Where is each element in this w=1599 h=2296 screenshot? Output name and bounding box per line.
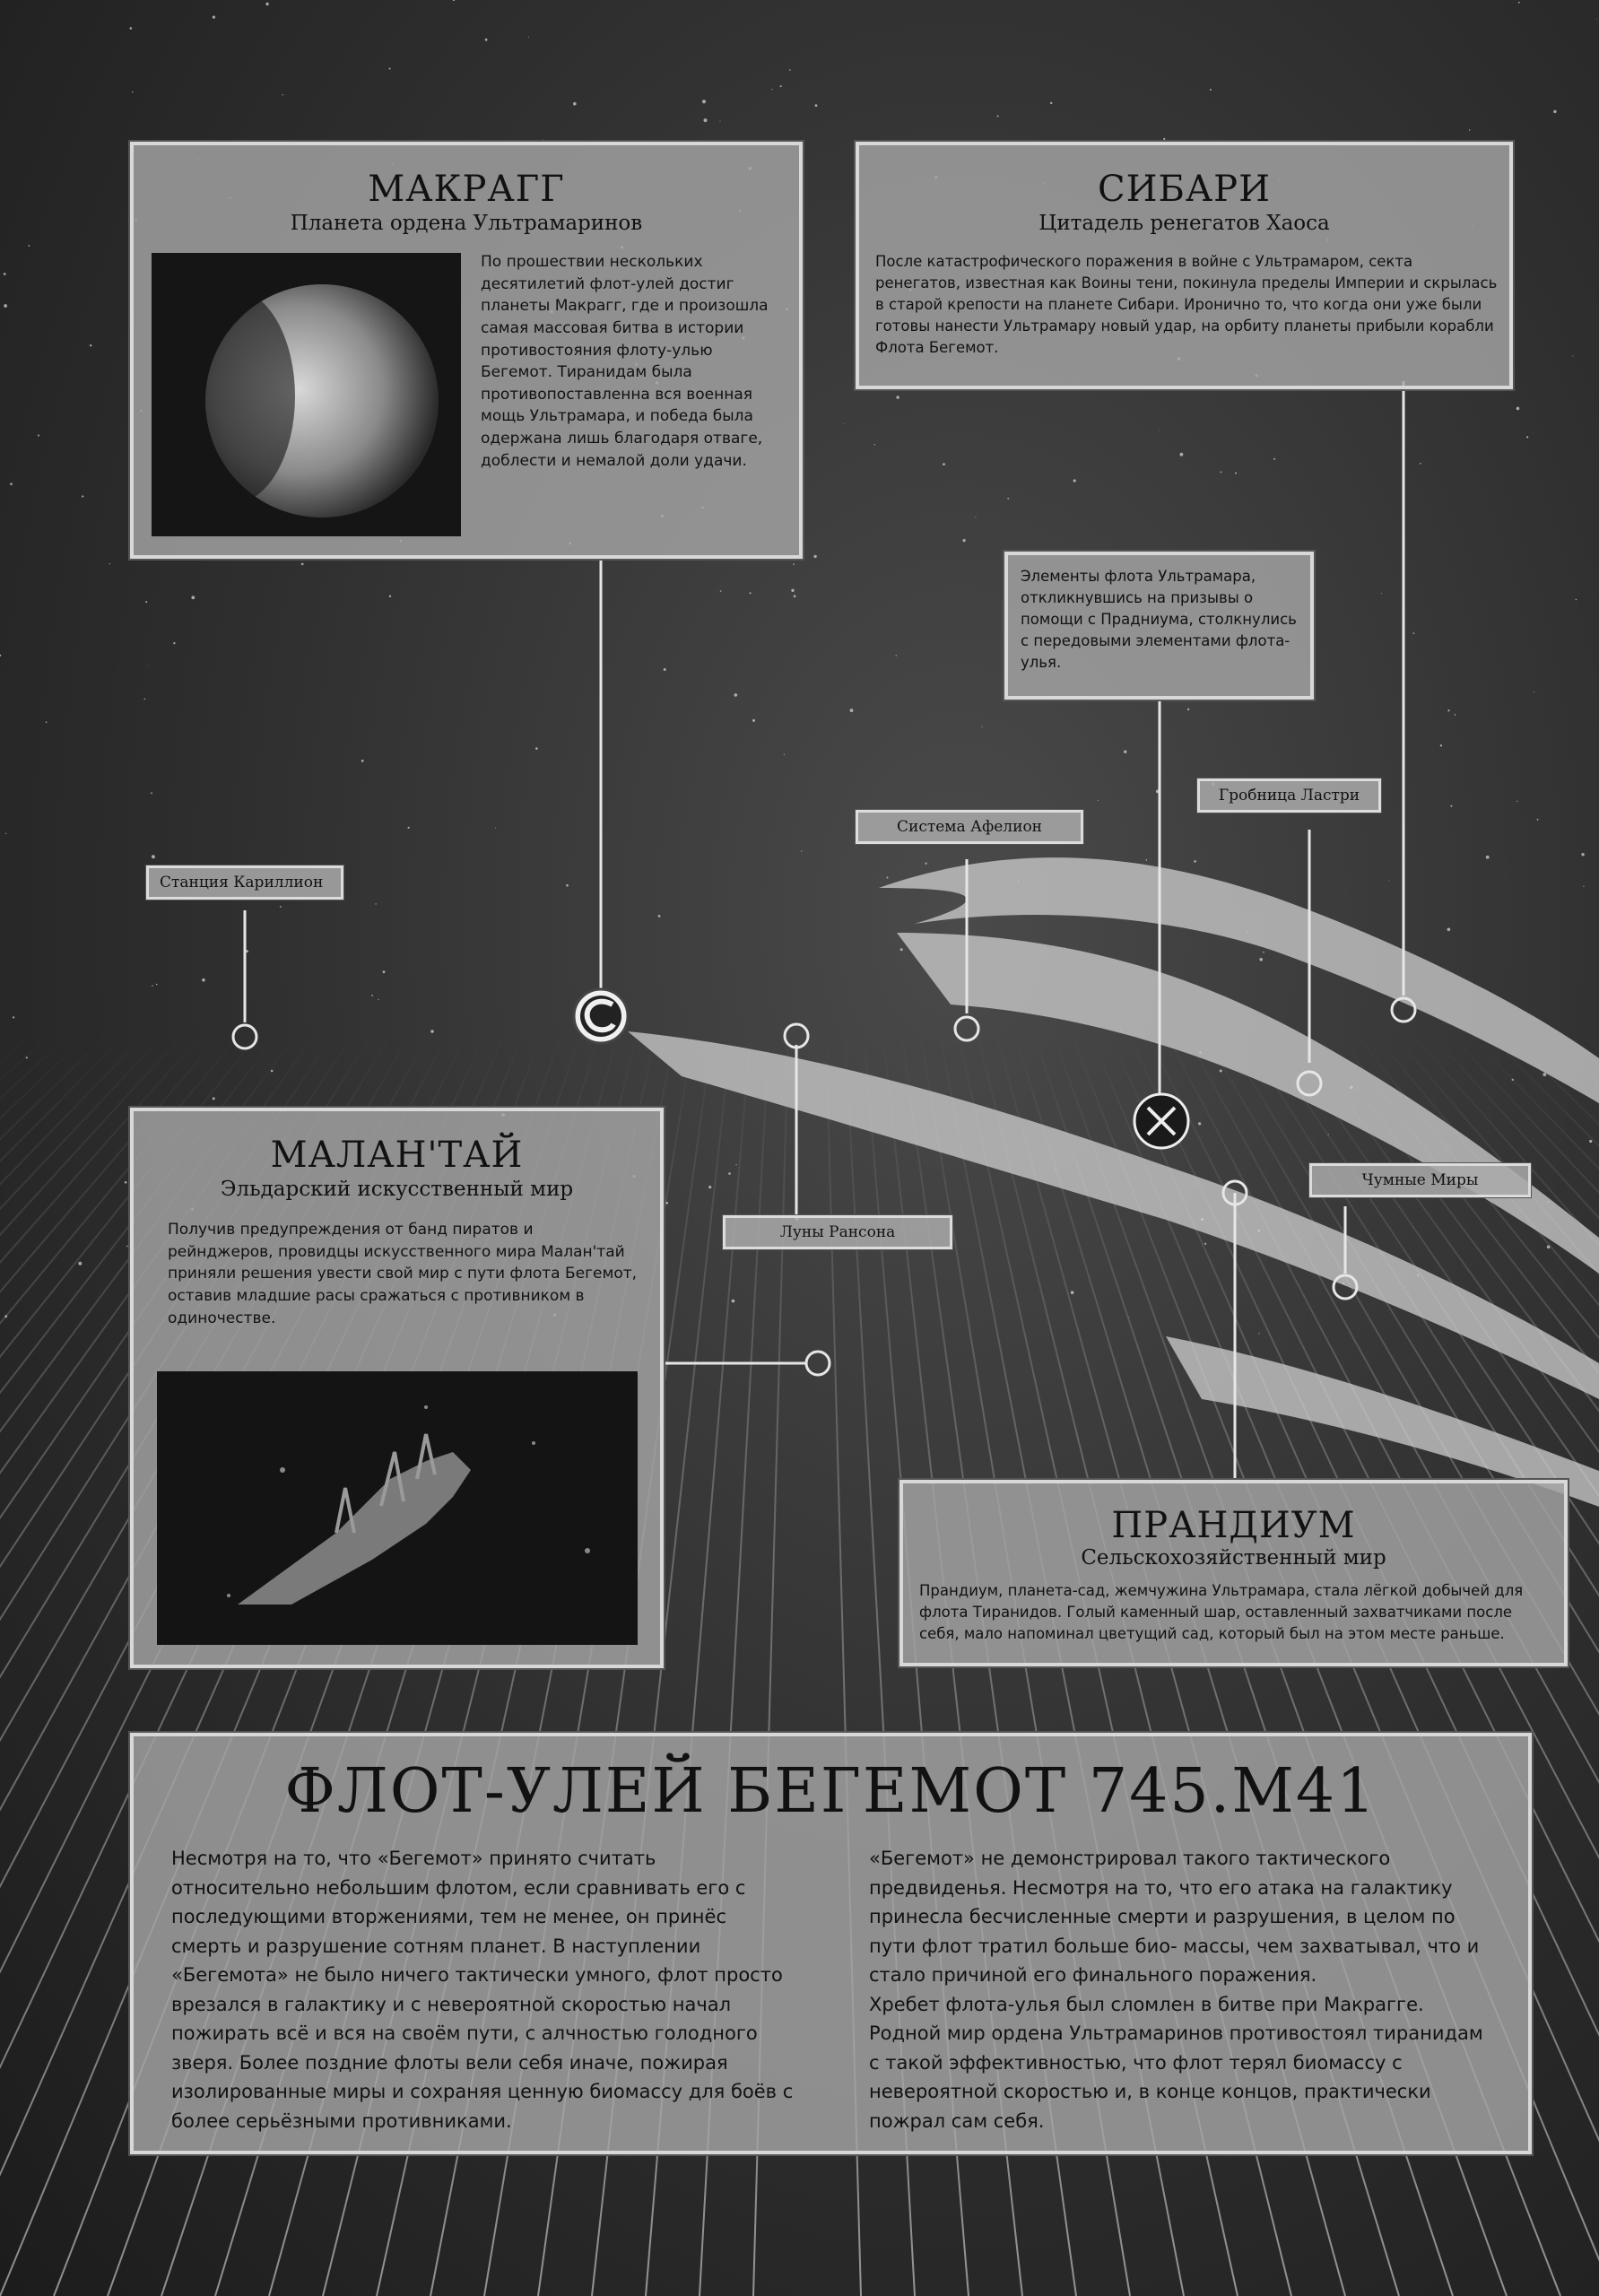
panel-text: После катастрофического поражения в войн… <box>875 253 1498 356</box>
marker-ransona <box>783 1022 810 1049</box>
marker-lastri <box>1296 1070 1323 1097</box>
label-plague: Чумные Миры <box>1309 1163 1531 1197</box>
marker-malantai <box>804 1350 831 1377</box>
panel-subtitle: Цитадель ренегатов Хаоса <box>1038 212 1330 235</box>
article-paragraph: Хребет флота-улья был сломлен в битве пр… <box>869 1993 1483 2132</box>
panel-subtitle: Планета ордена Ультрамаринов <box>290 212 643 235</box>
panel-text: Элементы флота Ультрамара, откликнувшись… <box>1021 568 1297 671</box>
craftworld-image <box>157 1371 638 1645</box>
panel-title: МАЛАН'ТАЙ <box>270 1135 524 1176</box>
marker-karillon <box>231 1023 258 1050</box>
panel-title: МАКРАГГ <box>368 169 565 210</box>
article-paragraph: Несмотря на то, что «Бегемот» принято сч… <box>171 1848 794 2132</box>
label-ransona: Луны Рансона <box>723 1215 952 1249</box>
marker-prandium <box>1221 1179 1248 1206</box>
label-afelion: Система Афелион <box>856 810 1083 844</box>
crossed-swords-icon <box>1133 1092 1190 1150</box>
planet-makragg-image <box>152 253 461 536</box>
ultramarines-emblem-icon <box>572 987 630 1045</box>
hive-fleet-tendrils <box>628 857 1599 1507</box>
panel-title: СИБАРИ <box>1098 169 1271 210</box>
panel-text: По прошествии нескольких десятилетий фло… <box>481 253 769 470</box>
panel-prandium: ПРАНДИУМ Сельскохозяйственный мир Пранди… <box>899 1480 1568 1666</box>
panel-text: Прандиум, планета-сад, жемчужина Ультрам… <box>919 1582 1524 1642</box>
article-paragraph: «Бегемот» не демонстрировал такого такти… <box>869 1848 1480 1987</box>
marker-afelion <box>953 1015 980 1042</box>
panel-text: Получив предупреждения от банд пиратов и… <box>168 1221 638 1327</box>
panel-sibari: СИБАРИ Цитадель ренегатов Хаоса После ка… <box>856 142 1513 389</box>
main-article-panel: ФЛОТ-УЛЕЙ БЕГЕМОТ 745.M41 Несмотря на то… <box>130 1733 1532 2154</box>
marker-plague <box>1332 1274 1359 1300</box>
article-column-right: «Бегемот» не демонстрировал такого такти… <box>869 1844 1497 2135</box>
panel-title: ПРАНДИУМ <box>1111 1505 1356 1546</box>
marker-sibari <box>1390 996 1417 1023</box>
panel-subtitle: Сельскохозяйственный мир <box>1081 1546 1386 1570</box>
panel-subtitle: Эльдарский искусственный мир <box>220 1178 574 1201</box>
panel-makragg: МАКРАГГ Планета ордена Ультрамаринов По … <box>130 142 803 559</box>
panel-malantai: МАЛАН'ТАЙ Эльдарский искусственный мир П… <box>130 1108 664 1668</box>
label-karillon: Станция Кариллион <box>146 865 343 900</box>
panel-fleet-note: Элементы флота Ультрамара, откликнувшись… <box>1004 552 1314 700</box>
label-lastri: Гробница Ластри <box>1197 778 1381 813</box>
article-title: ФЛОТ-УЛЕЙ БЕГЕМОТ 745.M41 <box>284 1756 1377 1827</box>
article-column-left: Несмотря на то, что «Бегемот» принято сч… <box>171 1844 799 2135</box>
